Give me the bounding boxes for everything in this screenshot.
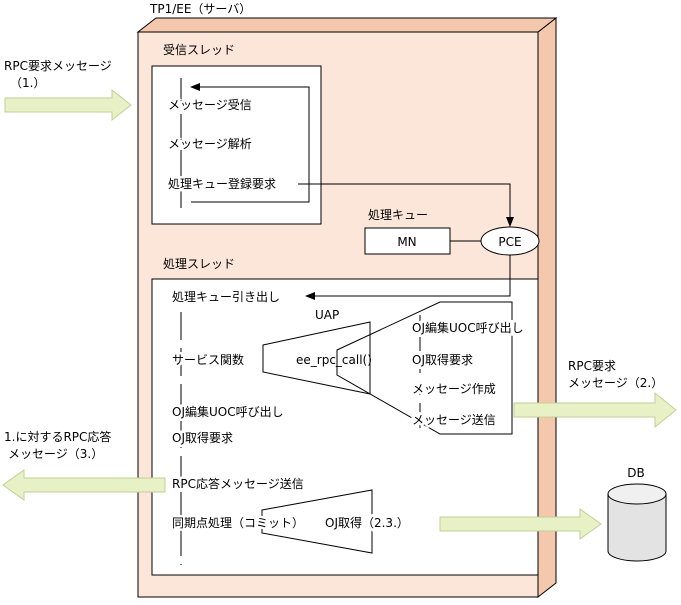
commit-bracket	[261, 489, 373, 554]
receive-step-1: メッセージ受信	[168, 98, 252, 112]
rpc-request-in-label-1: RPC要求メッセージ	[4, 59, 112, 73]
rpc-reply-out-label-2: メッセージ（3.）	[8, 447, 103, 461]
server-title: TP1/EE（サーバ）	[149, 2, 251, 16]
rpc-request-out-arrow	[513, 391, 677, 429]
enqueue-arrow	[298, 183, 514, 227]
receive-thread-title: 受信スレッド	[163, 43, 235, 57]
after-step-2: OJ取得要求	[172, 430, 233, 445]
uap-label: UAP	[315, 308, 339, 322]
receive-loop-line	[190, 83, 310, 203]
db-label: DB	[627, 466, 644, 480]
mn-label: MN	[397, 235, 416, 249]
dequeue-arrow	[305, 255, 511, 300]
reply-send-label: RPC応答メッセージ送信	[172, 476, 304, 491]
dequeue-label: 処理キュー引き出し	[172, 290, 280, 304]
rpc-call-label: ee_rpc_call()	[296, 353, 372, 367]
rpc-call-bracket	[336, 301, 513, 435]
commit-label: 同期点処理（コミット）	[172, 516, 304, 530]
call-step-4: メッセージ送信	[412, 412, 496, 427]
receive-step-2: メッセージ解析	[168, 137, 252, 151]
panel-shadow-top	[136, 17, 558, 33]
call-step-1: OJ編集UOC呼び出し	[412, 320, 524, 335]
oj-get-label: OJ取得（2.3.）	[325, 515, 409, 530]
rpc-request-out-label-1: RPC要求	[568, 359, 616, 373]
rpc-reply-out-arrow	[2, 469, 166, 501]
pce-label: PCE	[498, 235, 521, 249]
rpc-reply-out-label-1: 1.に対するRPC応答	[4, 429, 111, 444]
rpc-request-out-label-2: メッセージ（2.）	[568, 376, 663, 390]
call-step-3: メッセージ作成	[412, 382, 496, 396]
call-step-2: OJ取得要求	[412, 352, 473, 367]
receive-step-3: 処理キュー登録要求	[168, 176, 276, 191]
process-thread-title: 処理スレッド	[163, 257, 235, 271]
service-function-label: サービス関数	[172, 352, 244, 367]
queue-title: 処理キュー	[368, 208, 428, 222]
rpc-request-in-arrow	[4, 88, 132, 122]
db-access-arrow	[439, 508, 602, 540]
panel-shadow-right	[537, 16, 557, 599]
db-cylinder	[607, 483, 667, 562]
after-step-1: OJ編集UOC呼び出し	[172, 404, 284, 419]
receive-thread-box	[151, 65, 322, 225]
rpc-request-in-label-2: （1.）	[10, 76, 45, 90]
